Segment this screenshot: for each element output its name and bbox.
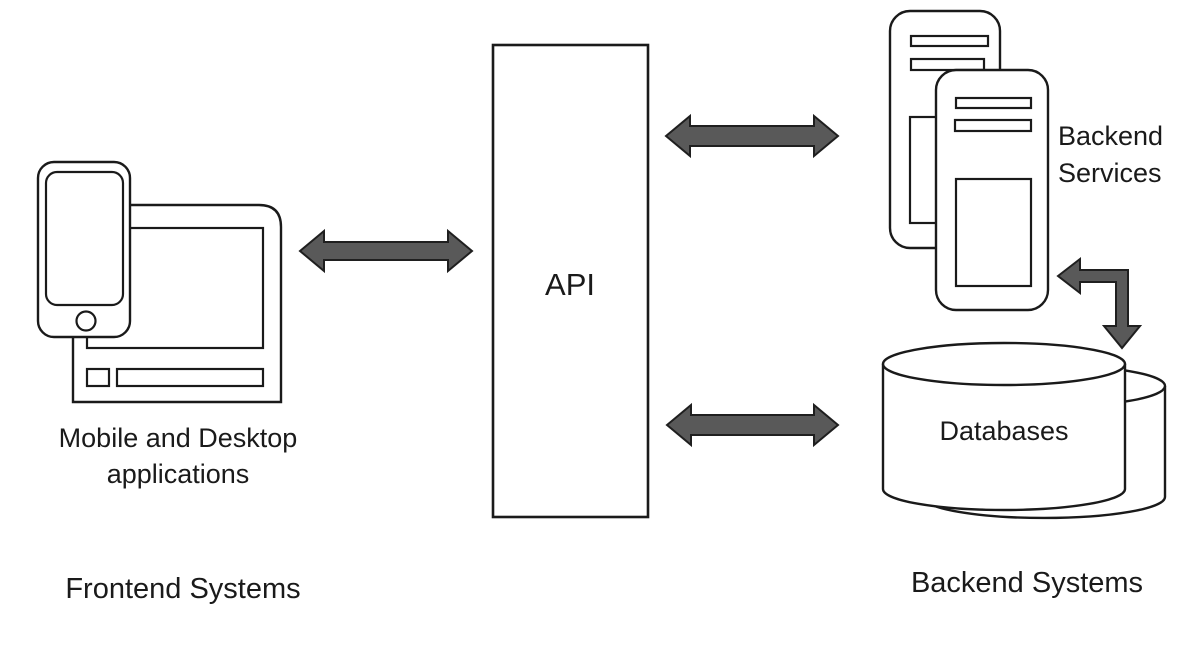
- server-front-slot-2: [953, 118, 1033, 133]
- databases-label: Databases: [939, 416, 1068, 446]
- api-node: API: [491, 43, 650, 519]
- server-front-slot-1: [954, 96, 1033, 110]
- server-back-slot-2: [909, 57, 986, 72]
- backend-systems-label: Backend Systems: [911, 567, 1143, 599]
- server-front-panel: [954, 177, 1033, 288]
- server-icon-front: [934, 68, 1050, 312]
- arrow-backend-services-databases: [1056, 256, 1143, 350]
- frontend-caption-line2: applications: [107, 459, 250, 489]
- arrow-frontend-api: [298, 228, 474, 274]
- phone-screen: [44, 170, 125, 307]
- backend-services-label-line1: Backend: [1058, 121, 1163, 151]
- api-box: [491, 43, 650, 519]
- database-front-top: [881, 341, 1127, 387]
- server-back-slot-1: [909, 34, 990, 48]
- smartphone-icon: [36, 160, 132, 339]
- backend-services-label-line2: Services: [1058, 158, 1162, 188]
- frontend-caption-line1: Mobile and Desktop: [59, 423, 298, 453]
- desktop-drive-slot: [115, 367, 265, 388]
- desktop-drive-button: [85, 367, 111, 388]
- api-label: API: [545, 267, 595, 302]
- frontend-systems-label: Frontend Systems: [65, 573, 300, 605]
- database-front-body: [881, 364, 1127, 512]
- arrow-api-databases: [665, 402, 840, 448]
- database-cylinder-icon-front: [881, 341, 1127, 512]
- arrow-api-backend-services: [664, 113, 840, 159]
- phone-home-button: [75, 310, 97, 332]
